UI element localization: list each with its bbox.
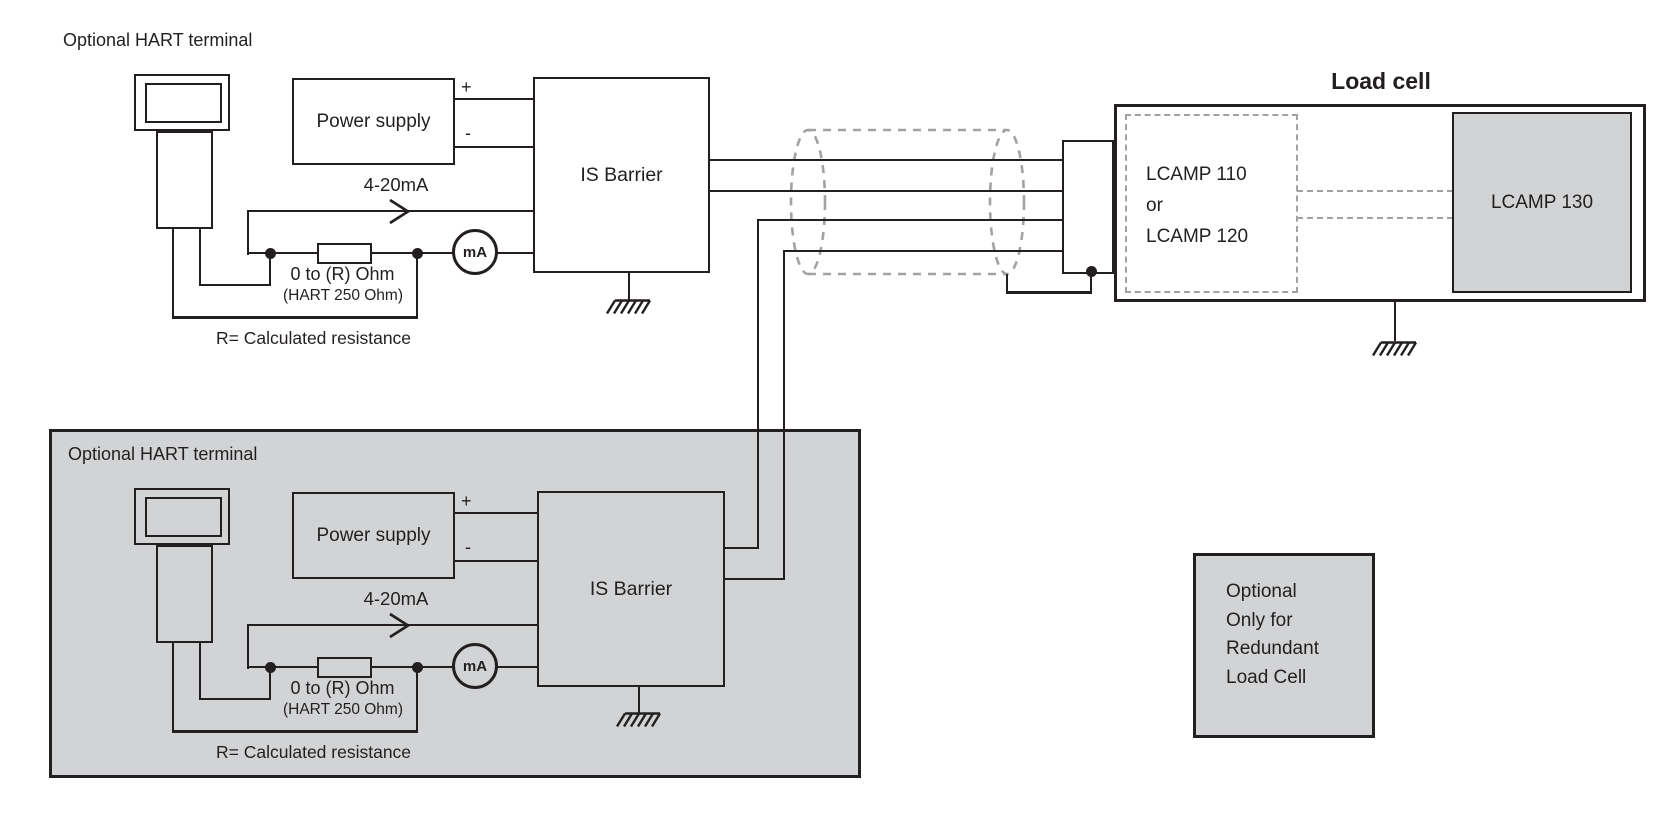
- is-barrier-box: IS Barrier: [533, 77, 710, 273]
- power-supply-box: Power supply: [292, 78, 455, 165]
- is-barrier-label: IS Barrier: [589, 577, 673, 600]
- wire: [1393, 302, 1397, 341]
- power-supply-label: Power supply: [316, 110, 431, 132]
- milliamp-meter-label: mA: [462, 657, 488, 675]
- resistor: [317, 243, 372, 264]
- wire: [454, 511, 539, 515]
- lcamp-130-label: LCAMP 130: [1490, 191, 1594, 213]
- resistance-note: R= Calculated resistance: [216, 328, 412, 348]
- wire: [415, 253, 419, 319]
- lcamp-option-1: LCAMP 110: [1146, 164, 1247, 185]
- resistance-note: R= Calculated resistance: [216, 742, 412, 762]
- internal-dashed-link: [1297, 189, 1453, 192]
- wire: [708, 158, 1063, 162]
- hart-terminal-screen: [145, 497, 222, 537]
- junction-dot: [1085, 265, 1097, 277]
- wire: [246, 209, 534, 213]
- wire: [415, 667, 419, 733]
- wire: [246, 665, 318, 669]
- resistor-label: 0 to (R) Ohm: [290, 264, 395, 284]
- wire: [723, 577, 785, 581]
- wire: [171, 643, 175, 733]
- hart-terminal-body: [156, 545, 213, 643]
- plus-terminal-label: +: [461, 491, 472, 511]
- wire: [782, 249, 786, 581]
- wire: [708, 189, 1063, 193]
- current-direction-arrow-icon: [389, 198, 411, 225]
- wire: [756, 218, 1064, 222]
- wire: [454, 97, 535, 101]
- top-section-label: Optional HART terminal: [63, 30, 253, 50]
- wire: [246, 251, 318, 255]
- resistor-note: (HART 250 Ohm): [282, 701, 404, 718]
- wire: [782, 249, 1064, 253]
- legend-line: Optional: [1226, 581, 1297, 602]
- plus-terminal-label: +: [461, 77, 472, 97]
- wire: [637, 687, 641, 713]
- power-supply-label: Power supply: [316, 524, 431, 546]
- load-cell-terminal-block: [1062, 140, 1114, 274]
- wire: [454, 145, 535, 149]
- shield-drain-wire: [1005, 274, 1009, 294]
- wire: [171, 316, 419, 319]
- legend-line: Redundant: [1226, 638, 1319, 659]
- current-direction-arrow-icon: [389, 612, 411, 639]
- wire: [171, 730, 419, 733]
- power-supply-box: Power supply: [292, 492, 455, 579]
- resistor-label: 0 to (R) Ohm: [290, 678, 395, 698]
- wire: [198, 697, 271, 700]
- is-barrier-box: IS Barrier: [537, 491, 725, 687]
- legend-box: Optional Only for Redundant Load Cell: [1193, 553, 1375, 738]
- wire: [198, 643, 202, 700]
- wire: [756, 218, 760, 550]
- earth-ground-icon: [605, 299, 652, 315]
- wire: [198, 229, 202, 286]
- wire: [246, 623, 250, 669]
- legend-line: Only for: [1226, 609, 1293, 631]
- lcamp-option-or: or: [1146, 195, 1163, 216]
- is-barrier-label: IS Barrier: [580, 163, 663, 186]
- earth-ground-icon: [1371, 341, 1418, 357]
- resistor-note: (HART 250 Ohm): [282, 287, 404, 304]
- hart-terminal-body: [156, 131, 213, 229]
- wire: [496, 251, 534, 255]
- bottom-section-label: Optional HART terminal: [68, 444, 258, 464]
- lcamp-option-2: LCAMP 120: [1146, 226, 1249, 247]
- resistor: [317, 657, 372, 678]
- loop-current-label: 4-20mA: [363, 174, 429, 195]
- wire: [268, 667, 272, 700]
- wire: [246, 209, 250, 255]
- wire: [268, 253, 272, 286]
- lcamp-130-box: LCAMP 130: [1452, 112, 1632, 293]
- minus-terminal-label: -: [465, 123, 471, 143]
- loop-current-label: 4-20mA: [363, 588, 429, 609]
- wire: [723, 546, 759, 550]
- internal-dashed-link: [1297, 216, 1453, 219]
- wire: [627, 273, 631, 300]
- lcamp-amplifier-box: [1125, 114, 1298, 293]
- milliamp-meter-label: mA: [462, 243, 488, 261]
- minus-terminal-label: -: [465, 537, 471, 557]
- wire: [454, 559, 539, 563]
- shield-drain-wire: [1089, 274, 1093, 294]
- earth-ground-icon: [615, 712, 662, 728]
- wire: [496, 665, 538, 669]
- legend-line: Load Cell: [1226, 666, 1307, 688]
- milliamp-meter: mA: [452, 643, 498, 689]
- wire: [171, 229, 175, 319]
- wire: [198, 283, 271, 286]
- hart-terminal-screen: [145, 83, 222, 123]
- load-cell-title: Load cell: [1331, 68, 1431, 94]
- wire: [246, 623, 538, 627]
- milliamp-meter: mA: [452, 229, 498, 275]
- cable-shield-icon: [789, 128, 1026, 276]
- shield-drain-wire: [1005, 291, 1093, 294]
